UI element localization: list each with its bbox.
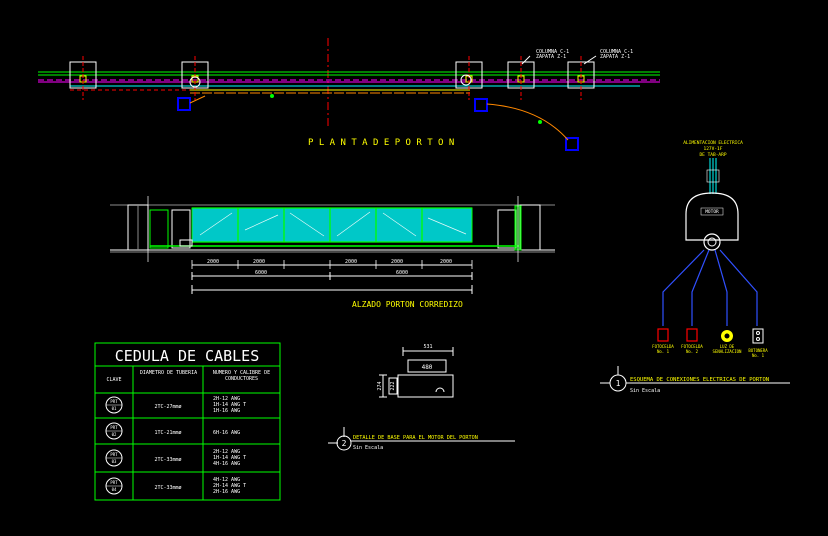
row-key-a: PRT (110, 399, 118, 404)
row-cond-2: 1H-14 AWG T (213, 402, 246, 408)
column-label-1b: ZAPATA Z-1 (536, 54, 566, 60)
row-key-a: PRT (110, 425, 118, 430)
row-cond-1: 2H-12 AWG (213, 396, 240, 402)
base-dim-inner: 480 (422, 364, 433, 371)
schematic-callout-number: 1 (616, 379, 621, 388)
output-4-label-2: No. 1 (752, 353, 765, 358)
plan-title: P L A N T A D E P O R T O N (308, 138, 454, 148)
output-2-label-2: No. 2 (686, 349, 699, 354)
row-key-a: PRT (110, 480, 118, 485)
output-3-label-1: LUZ DE (720, 344, 735, 349)
row-cond-2: 1H-14 AWG T (213, 455, 246, 461)
output-3-label-2: SENALIZACION (713, 349, 742, 354)
schematic-title: ESQUEMA DE CONEXIONES ELECTRICAS DE PORT… (630, 377, 769, 383)
supply-label-3: DE TAB-ARP (699, 152, 726, 158)
row-pipe: 2TC-33mmø (154, 485, 181, 491)
schematic-scale: Sin Escala (630, 388, 660, 394)
row-key-b: 01 (112, 406, 117, 411)
header-pipe-wrap: DIAMETRO DE TUBERIA (139, 370, 198, 376)
row-cond-3: 4H-16 AWG (213, 461, 240, 467)
row-cond-3: 2H-16 AWG (213, 489, 240, 495)
base-dim-top: 531 (423, 344, 432, 350)
cable-schedule-table: CEDULA DE CABLES CLAVE DIAMETRO DE TUBER… (94, 342, 281, 501)
table-row: PRT 04 2TC-33mmø 4H-12 AWG 2H-14 AWG T 2… (105, 477, 246, 495)
supply-label-2: 127V-1F (704, 146, 723, 152)
table-row: PRT 01 2TC-27mmø 2H-12 AWG 1H-14 AWG T 1… (105, 396, 246, 414)
row-pipe: 1TC-21mmø (154, 430, 181, 436)
panel-dim-1: 2000 (207, 259, 219, 265)
gate-plan-view: COLUMNA C-1 ZAPATA Z-1 COLUMNA C-1 ZAPAT… (38, 38, 660, 151)
column-label-1a: COLUMNA C-1 (536, 49, 569, 55)
base-dim-left-inner: 222 (390, 381, 396, 390)
base-dim-left-outer: 274 (377, 381, 383, 390)
panel-dim-2: 2000 (253, 259, 265, 265)
header-conductors: NUMERO Y CALIBRE DE CONDUCTORES (212, 370, 271, 382)
base-detail-scale: Sin Escala (353, 445, 383, 451)
panel-dim-3: 2000 (345, 259, 357, 265)
panel-dim-4: 2000 (391, 259, 403, 265)
table-row: PRT 02 1TC-21mmø 6H-16 AWG (105, 422, 240, 440)
gate-elevation-view: 2000 2000 2000 2000 2000 6000 6000 ALZAD… (110, 196, 555, 309)
cable-table-title: CEDULA DE CABLES (115, 347, 260, 365)
header-conductors-wrap: NUMERO Y CALIBRE DE CONDUCTORES (212, 370, 271, 382)
table-row: PRT 03 2TC-33mmø 2H-12 AWG 1H-14 AWG T 4… (105, 449, 246, 467)
motor-base-detail: 531 480 274 222 2 DETALLE DE BASE PARA E… (328, 344, 515, 451)
row-pipe: 2TC-27mmø (154, 404, 181, 410)
output-1-label-1: FOTOCELDA (652, 344, 674, 349)
row-key-a: PRT (110, 452, 118, 457)
row-pipe: 2TC-33mmø (154, 457, 181, 463)
row-cond-1: 4H-12 AWG (213, 477, 240, 483)
row-key-b: 04 (112, 487, 117, 492)
output-2-label-1: FOTOCELDA (681, 344, 703, 349)
row-key-b: 03 (112, 459, 117, 464)
output-4-label-1: BOTONERA (748, 348, 768, 353)
total-dim-2: 6000 (396, 270, 408, 276)
electrical-schematic: ALIMENTACION ELECTRICA 127V-1F DE TAB-AR… (600, 140, 790, 394)
output-1-label-2: No. 1 (657, 349, 670, 354)
supply-label-1: ALIMENTACION ELECTRICA (683, 140, 743, 146)
elevation-title: ALZADO PORTON CORREDIZO (352, 300, 463, 309)
column-label-2b: ZAPATA Z-1 (600, 54, 630, 60)
panel-dim-5: 2000 (440, 259, 452, 265)
row-cond-1: 2H-12 AWG (213, 449, 240, 455)
header-clave: CLAVE (106, 377, 121, 383)
base-callout-number: 2 (342, 439, 347, 448)
row-cond-3: 1H-16 AWG (213, 408, 240, 414)
row-cond-1: 6H-16 AWG (213, 430, 240, 436)
motor-label: MOTOR (705, 209, 719, 215)
row-cond-2: 2H-14 AWG T (213, 483, 246, 489)
total-dim-1: 6000 (255, 270, 267, 276)
row-key-b: 02 (112, 432, 117, 437)
column-label-2a: COLUMNA C-1 (600, 49, 633, 55)
base-detail-title: DETALLE DE BASE PARA EL MOTOR DEL PORTON (353, 435, 478, 441)
header-pipe: DIAMETRO DE TUBERIA (139, 370, 198, 376)
